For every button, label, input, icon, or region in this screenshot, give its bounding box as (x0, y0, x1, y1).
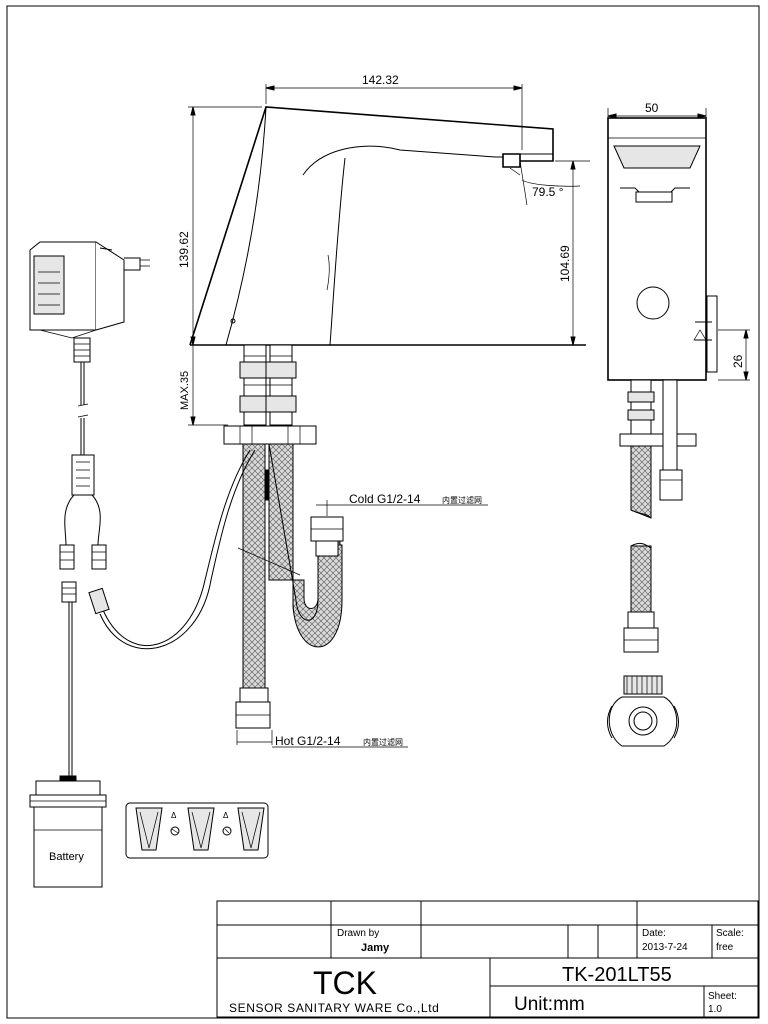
drawn-by-label: Drawn by (337, 928, 379, 939)
label-cold-inlet: Cold G1/2-14 (349, 492, 421, 506)
company-subtitle: SENSOR SANITARY WARE Co.,Ltd (229, 1001, 439, 1015)
dim-side-offset: 26 (731, 354, 745, 368)
faucet-front-view: 142.32 139.62 104.69 79.5 ° MAX.35 (99, 73, 590, 748)
dim-spout-angle: 79.5 ° (532, 185, 564, 199)
dim-side-width: 50 (645, 101, 659, 115)
scale-value: free (716, 942, 734, 953)
sheet-label: Sheet: (708, 991, 737, 1002)
date-label: Date: (642, 928, 666, 939)
date-value: 2013-7-24 (642, 942, 688, 953)
title-block: Drawn by Jamy Date: 2013-7-24 Scale: fre… (216, 900, 759, 1018)
drawing-frame (6, 5, 760, 1019)
battery-compartment: Δ Δ (125, 802, 269, 859)
polarity-mark-2: Δ (223, 811, 229, 820)
dim-spout-length: 142.32 (362, 73, 399, 87)
model-number: TK-201LT55 (562, 964, 672, 986)
dim-total-height: 139.62 (177, 231, 191, 268)
label-battery: Battery (49, 851, 84, 863)
battery-pack: Battery (29, 775, 107, 888)
polarity-mark-1: Δ (171, 811, 177, 820)
label-hot-inlet-note: 内置过滤网 (363, 737, 403, 747)
label-cold-inlet-note: 内置过滤网 (442, 495, 482, 505)
scale-label: Scale: (716, 928, 744, 939)
dim-spout-height: 104.69 (558, 245, 572, 282)
power-adapter (29, 241, 150, 778)
dim-max-thickness: MAX.35 (179, 371, 191, 410)
faucet-side-view: 50 26 (607, 101, 750, 747)
drawn-by-value: Jamy (361, 942, 390, 954)
company-name: TCK (313, 965, 377, 1001)
unit-label: Unit:mm (514, 994, 585, 1015)
label-hot-inlet: Hot G1/2-14 (275, 734, 341, 748)
sheet-value: 1.0 (708, 1004, 722, 1015)
